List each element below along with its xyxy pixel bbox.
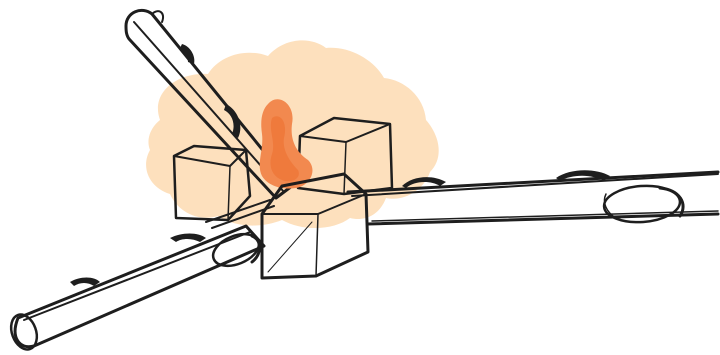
rod-right <box>346 170 720 226</box>
rod-diagonal-hatch <box>180 44 195 64</box>
rod-diagonal-hatch <box>224 104 241 138</box>
glow-haze <box>146 40 439 229</box>
rod-lower-left-hatch <box>70 277 100 286</box>
block-back-right <box>296 116 394 196</box>
block-left <box>172 144 252 222</box>
junction-strokes <box>205 199 275 229</box>
flame-core <box>270 116 299 182</box>
rod-right-hatch <box>556 170 610 181</box>
rod-diagonal <box>124 9 294 200</box>
block-front <box>260 172 370 280</box>
collar-right <box>602 184 682 224</box>
rod-lower-left <box>9 224 266 351</box>
rod-lower-left-hatch <box>170 233 206 242</box>
rod-lower-left-end <box>9 313 39 351</box>
rod-right-hatch <box>402 177 446 188</box>
